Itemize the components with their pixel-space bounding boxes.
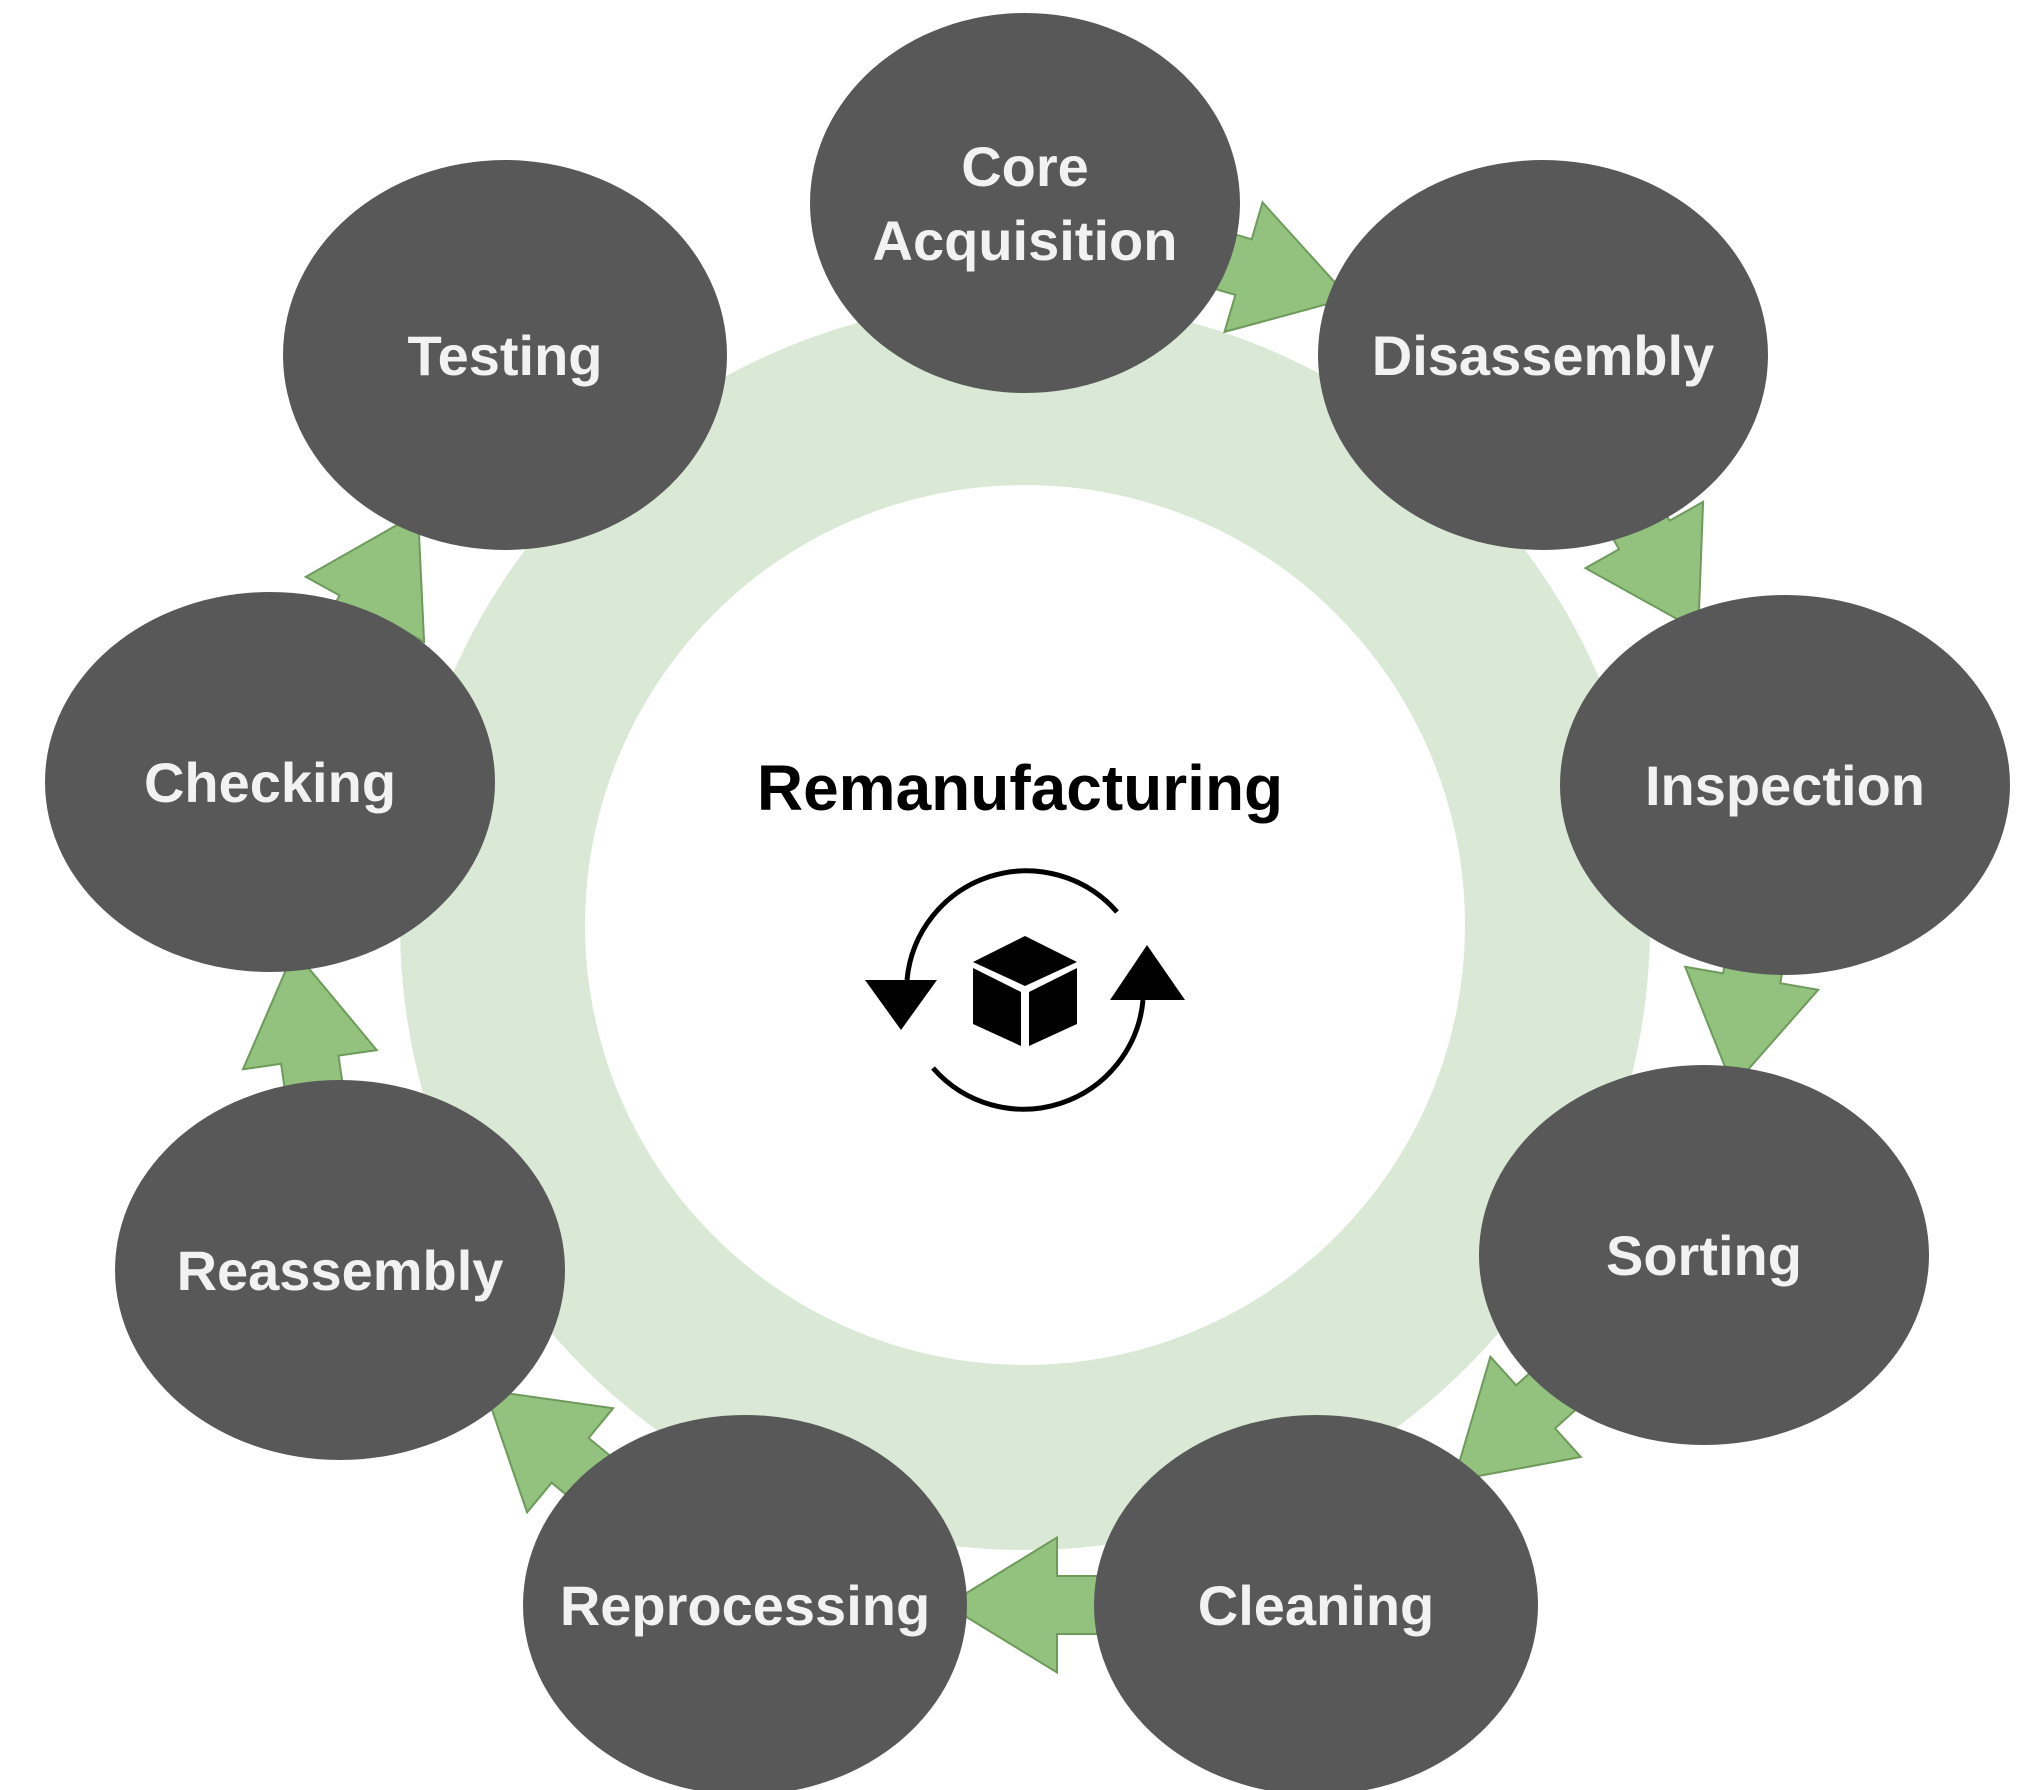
background-ring xyxy=(400,300,1650,1550)
box-right-face xyxy=(1029,968,1077,1046)
stage-label: Checking xyxy=(144,751,396,814)
stage-label: Sorting xyxy=(1606,1224,1802,1287)
flow-arrows xyxy=(241,200,1821,1675)
diagram-title: Remanufacturing xyxy=(757,752,1283,824)
stage-ellipse xyxy=(115,1080,565,1460)
stage-reassembly: Reassembly xyxy=(115,1080,565,1460)
stage-label: Cleaning xyxy=(1198,1574,1434,1637)
stage-label: Acquisition xyxy=(873,209,1178,272)
cycle-arc-top xyxy=(904,868,1119,981)
stage-label: Reprocessing xyxy=(560,1574,930,1637)
stage-ellipse xyxy=(1318,160,1768,550)
cycle-arrowhead-up xyxy=(1110,945,1185,1000)
stage-inspection: Inspection xyxy=(1560,595,2010,975)
cycle-arrowhead-down xyxy=(865,980,937,1030)
box-top-face xyxy=(973,936,1077,986)
stage-ellipse xyxy=(1094,1415,1538,1790)
inner-circle xyxy=(585,485,1465,1365)
stage-label: Disassembly xyxy=(1372,324,1714,387)
stage-ellipse xyxy=(810,13,1240,393)
cycle-arc-bottom xyxy=(931,999,1146,1112)
stage-ellipse xyxy=(1560,595,2010,975)
stage-label: Testing xyxy=(408,324,603,387)
stage-checking: Checking xyxy=(45,592,495,972)
stage-label: Inspection xyxy=(1645,754,1925,817)
stage-ellipse xyxy=(45,592,495,972)
stage-nodes: CoreAcquisitionDisassemblyInspectionSort… xyxy=(45,13,2010,1790)
recycle-box-icon xyxy=(865,868,1185,1112)
stage-ellipse xyxy=(283,160,727,550)
stage-sorting: Sorting xyxy=(1479,1065,1929,1445)
stage-reprocessing: Reprocessing xyxy=(523,1415,967,1790)
center-hub: Remanufacturing xyxy=(757,752,1283,1112)
stage-cleaning: Cleaning xyxy=(1094,1415,1538,1790)
stage-ellipse xyxy=(1479,1065,1929,1445)
stage-testing: Testing xyxy=(283,160,727,550)
box-left-face xyxy=(973,968,1021,1046)
stage-label: Reassembly xyxy=(177,1239,504,1302)
stage-ellipse xyxy=(523,1415,967,1790)
stage-disassembly: Disassembly xyxy=(1318,160,1768,550)
stage-label: Core xyxy=(961,135,1089,198)
